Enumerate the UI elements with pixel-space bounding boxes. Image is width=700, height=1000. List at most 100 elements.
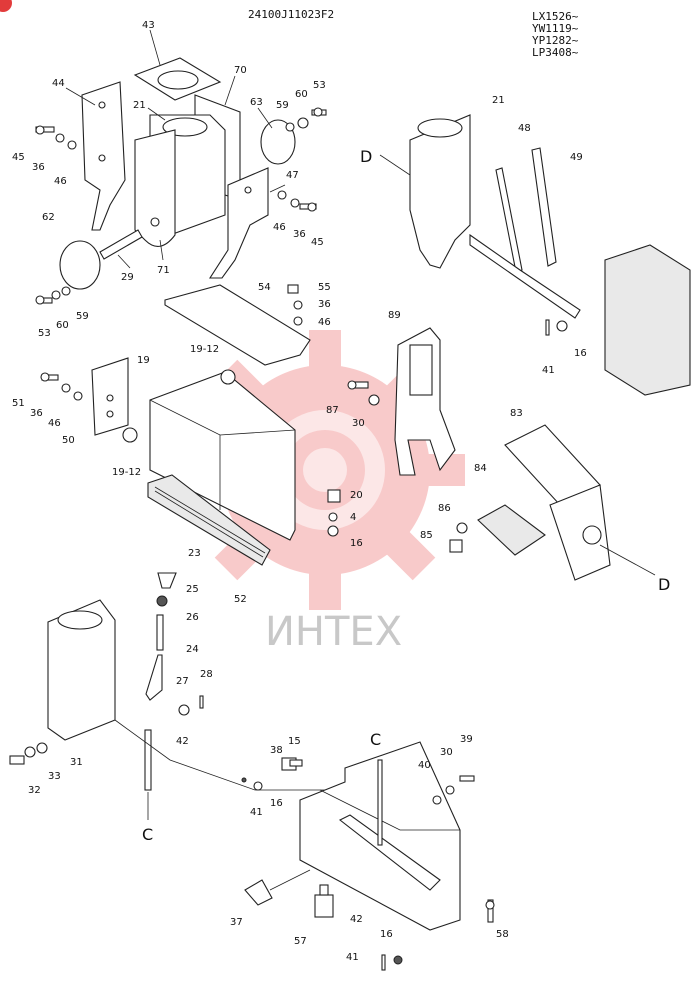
callout-53: 53 [313,80,326,91]
part-47-bracket [208,167,269,279]
callout-27: 27 [176,676,189,687]
callout-59b: 59 [76,311,89,322]
callout-19: 19 [137,355,150,366]
callout-37: 37 [230,917,243,928]
serial-code-2: YW1119~ [532,22,579,35]
callout-28: 28 [200,669,213,680]
callout-16b: 16 [270,798,283,809]
callout-16a: 16 [350,538,363,549]
callout-labels: 43 70 44 53 60 21 63 59 45 36 46 47 62 4… [12,20,587,963]
callout-63: 63 [250,97,263,108]
view-marker-c-right: C [370,730,381,749]
callout-52: 52 [234,594,247,605]
part-57-sensor [314,894,334,918]
callout-15: 15 [288,736,301,747]
callout-31: 31 [70,757,83,768]
fasteners-top-right [285,107,327,132]
callout-44: 44 [52,78,65,89]
callout-36b: 36 [293,229,306,240]
callout-38: 38 [270,745,283,756]
callout-26: 26 [186,612,199,623]
view-marker-c-left: C [142,825,153,844]
part-42-tube [338,814,441,891]
callout-43: 43 [142,20,155,31]
drawing-number: 24100J11023F2 [248,8,334,21]
part-42-probe [144,729,152,791]
callout-46d: 46 [48,418,61,429]
callout-58: 58 [496,929,509,940]
callout-39: 39 [460,734,473,745]
lower-left-assembly [9,572,325,820]
part-23-knob [157,572,177,589]
callout-24: 24 [186,644,199,655]
frame-assembly [40,357,341,566]
callout-70: 70 [234,65,247,76]
view-marker-d-top: D [360,147,372,166]
callout-33: 33 [48,771,61,782]
callout-30b: 30 [352,418,365,429]
part-right-box [604,244,691,396]
callout-21b: 21 [492,95,505,106]
callout-4: 4 [350,512,356,523]
part-84-plate [477,504,546,556]
part-49-tube [531,147,557,267]
callout-85: 85 [420,530,433,541]
upper-right-assembly [379,114,691,396]
callout-16c: 16 [380,929,393,940]
callout-21: 21 [133,100,146,111]
callout-62: 62 [42,212,55,223]
callout-32: 32 [28,785,41,796]
view-marker-d-bottom: D [658,575,670,594]
fasteners-right [277,190,317,212]
callout-57: 57 [294,936,307,947]
callout-45b: 45 [311,237,324,248]
serial-code-3: YP1282~ [532,34,579,47]
callout-46a: 46 [54,176,67,187]
callout-41c: 41 [542,365,555,376]
callout-36c: 36 [318,299,331,310]
serial-code-4: LP3408~ [532,46,579,59]
part-48-tube [495,167,523,273]
callout-19-12a: 19-12 [190,344,219,355]
part-26-rod [156,614,164,651]
part-D-bracket [549,484,611,581]
part-37-clip [244,879,273,906]
callout-25: 25 [186,584,199,595]
callout-23: 23 [188,548,201,559]
part-62-disk [59,240,101,290]
callout-20: 20 [350,490,363,501]
callout-54: 54 [258,282,271,293]
part-24-lever [145,654,163,701]
callout-55: 55 [318,282,331,293]
callout-41b: 41 [346,952,359,963]
middle-right-assembly [347,327,656,581]
callout-71: 71 [157,265,170,276]
callout-19-12b: 19-12 [112,467,141,478]
callout-16d: 16 [574,348,587,359]
callout-53b: 53 [38,328,51,339]
part-29-shaft [99,229,143,260]
callout-48: 48 [518,123,531,134]
part-63-disk [260,119,296,165]
serial-code-1: LX1526~ [532,10,579,23]
callout-49: 49 [570,152,583,163]
lower-right-assembly [241,741,495,971]
callout-29: 29 [121,272,134,283]
callout-30a: 30 [440,747,453,758]
callout-41a: 41 [250,807,263,818]
callout-60b: 60 [56,320,69,331]
watermark-text: ИНТЕХ [265,609,402,655]
callout-40: 40 [418,760,431,771]
callout-84: 84 [474,463,487,474]
part-54-plate [164,284,311,366]
callout-42a: 42 [176,736,189,747]
callout-36a: 36 [32,162,45,173]
part-71-cover [134,129,176,247]
callout-87: 87 [326,405,339,416]
callout-60: 60 [295,89,308,100]
callout-86: 86 [438,503,451,514]
callout-59: 59 [276,100,289,111]
fasteners-low-left [35,286,71,305]
callout-36d: 36 [30,408,43,419]
